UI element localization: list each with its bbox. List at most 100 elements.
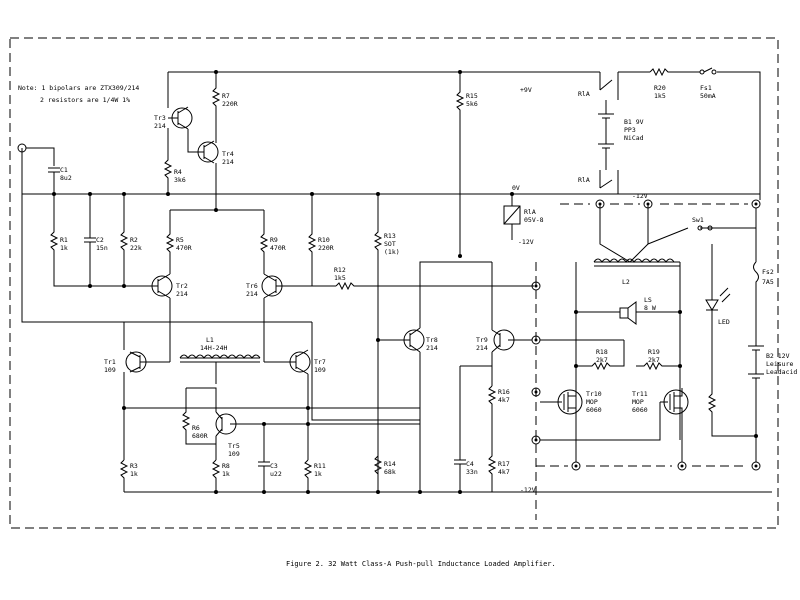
svg-text:Tr10: Tr10 xyxy=(586,390,602,398)
resistor-r16 xyxy=(487,385,497,420)
svg-text:214: 214 xyxy=(176,290,188,298)
svg-text:Tr9: Tr9 xyxy=(476,336,488,344)
svg-text:2k7: 2k7 xyxy=(648,356,660,364)
mosfet-tr10 xyxy=(540,388,583,416)
svg-text:R14: R14 xyxy=(384,460,396,468)
relay-coil xyxy=(503,194,521,240)
svg-text:4k7: 4k7 xyxy=(498,468,510,476)
svg-text:L1: L1 xyxy=(206,336,214,344)
figure-caption: Figure 2. 32 Watt Class-A Push-pull Indu… xyxy=(286,560,556,568)
svg-text:R1: R1 xyxy=(60,236,68,244)
transistor-tr6 xyxy=(261,273,336,322)
svg-text:680R: 680R xyxy=(192,432,208,440)
inductor-l1 xyxy=(169,322,265,384)
svg-text:3k6: 3k6 xyxy=(174,176,186,184)
svg-text:Tr4: Tr4 xyxy=(222,150,234,158)
capacitor-c4 xyxy=(454,365,492,492)
transistor-tr8 xyxy=(378,261,492,492)
svg-text:Tr8: Tr8 xyxy=(426,336,438,344)
svg-text:33n: 33n xyxy=(466,468,478,476)
svg-text:B2 12V: B2 12V xyxy=(766,352,790,360)
svg-text:214: 214 xyxy=(426,344,438,352)
resistor-r3 xyxy=(119,459,129,492)
rail-zero-label: 0V xyxy=(512,184,520,192)
svg-text:68k: 68k xyxy=(384,468,396,476)
svg-text:4k7: 4k7 xyxy=(498,396,510,404)
svg-text:1k: 1k xyxy=(130,470,138,478)
svg-text:109: 109 xyxy=(314,366,326,374)
resistor-r1 xyxy=(49,194,150,287)
capacitor-c3 xyxy=(258,424,270,492)
svg-text:R20: R20 xyxy=(654,84,666,92)
svg-text:R13: R13 xyxy=(384,232,396,240)
resistor-r14 xyxy=(373,455,383,475)
terminals xyxy=(531,199,761,471)
svg-text:(1k): (1k) xyxy=(384,248,400,256)
svg-text:50mA: 50mA xyxy=(700,92,716,100)
fuse-and-battery-b2 xyxy=(748,208,764,462)
svg-text:PP3: PP3 xyxy=(624,126,636,134)
resistor-r11 xyxy=(303,459,313,492)
inductor-l2 xyxy=(575,204,681,440)
svg-text:R5: R5 xyxy=(176,236,184,244)
rail-neg-top-label: -12V xyxy=(632,192,648,200)
svg-text:8 W: 8 W xyxy=(644,304,656,312)
svg-text:LS: LS xyxy=(644,296,652,304)
svg-text:NiCad: NiCad xyxy=(624,134,644,142)
svg-text:R9: R9 xyxy=(270,236,278,244)
resistor-r10 xyxy=(307,194,317,286)
switch-sw1 xyxy=(647,204,756,245)
svg-text:R6: R6 xyxy=(192,424,200,432)
resistor-r2 xyxy=(119,194,129,286)
resistor-r7 xyxy=(211,72,221,140)
transistor-tr4 xyxy=(187,129,219,210)
svg-text:R19: R19 xyxy=(648,348,660,356)
svg-text:470R: 470R xyxy=(270,244,286,252)
resistor-r17 xyxy=(487,420,497,492)
rail-pos-label: +9V xyxy=(520,86,532,94)
svg-text:R3: R3 xyxy=(130,462,138,470)
junction-dots xyxy=(52,70,758,494)
svg-text:1k: 1k xyxy=(314,470,322,478)
led xyxy=(705,244,756,437)
svg-text:1k5: 1k5 xyxy=(334,274,346,282)
svg-text:L2: L2 xyxy=(622,278,630,286)
note-line-2: 2 resistors are 1/4W 1% xyxy=(40,96,130,104)
svg-text:1k: 1k xyxy=(222,470,230,478)
rails xyxy=(21,71,772,493)
svg-text:6060: 6060 xyxy=(632,406,648,414)
svg-text:LED: LED xyxy=(718,318,730,326)
resistor-r9 xyxy=(259,210,269,274)
svg-text:RlA: RlA xyxy=(578,176,590,184)
svg-text:5k6: 5k6 xyxy=(466,100,478,108)
resistor-r6 xyxy=(181,388,216,445)
transistor-tr7 xyxy=(264,349,311,460)
resistor-r15 xyxy=(455,72,465,256)
svg-text:214: 214 xyxy=(154,122,166,130)
resistor-r4 xyxy=(163,128,173,194)
svg-text:470R: 470R xyxy=(176,244,192,252)
capacitor-c2 xyxy=(84,194,96,286)
note-line-1: Note: 1 bipolars are ZTX309/214 xyxy=(18,84,139,92)
svg-text:2k7: 2k7 xyxy=(596,356,608,364)
mosfet-tr11 xyxy=(540,388,689,441)
svg-text:R17: R17 xyxy=(498,460,510,468)
svg-text:Tr5: Tr5 xyxy=(228,442,240,450)
svg-text:7A5: 7A5 xyxy=(762,278,774,286)
svg-text:22k: 22k xyxy=(130,244,142,252)
svg-text:8u2: 8u2 xyxy=(60,174,72,182)
transistor-tr3 xyxy=(167,72,193,130)
svg-text:Fs1: Fs1 xyxy=(700,84,712,92)
capacitor-c1 xyxy=(48,167,60,194)
svg-text:Tr1: Tr1 xyxy=(104,358,116,366)
resistor-r8 xyxy=(211,459,221,492)
svg-text:R7: R7 xyxy=(222,92,230,100)
svg-text:SOT: SOT xyxy=(384,240,396,248)
svg-text:R16: R16 xyxy=(498,388,510,396)
svg-text:MOP: MOP xyxy=(632,398,644,406)
svg-text:R12: R12 xyxy=(334,266,346,274)
svg-text:Fs2: Fs2 xyxy=(762,268,774,276)
svg-text:109: 109 xyxy=(104,366,116,374)
svg-text:Tr3: Tr3 xyxy=(154,114,166,122)
